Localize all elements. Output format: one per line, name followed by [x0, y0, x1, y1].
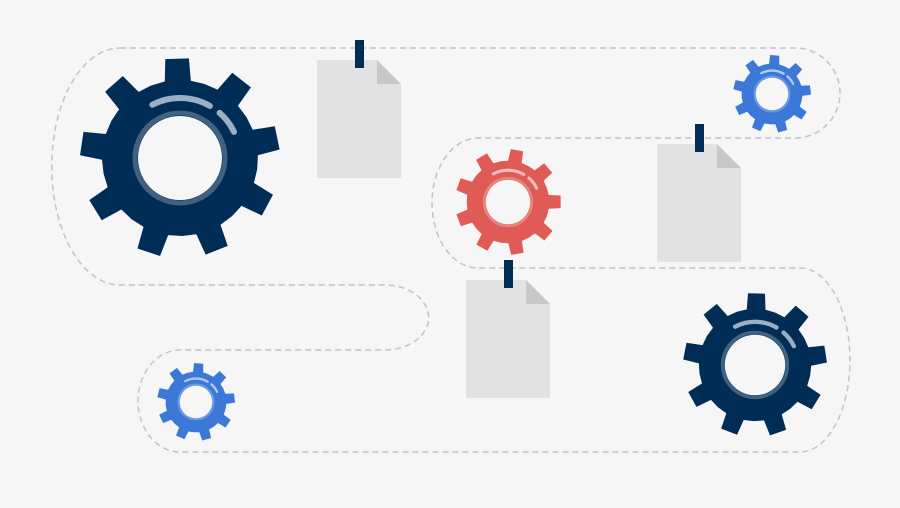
dashed-route — [50, 47, 851, 453]
pin-icon — [695, 124, 704, 152]
gear-icon — [80, 58, 280, 257]
document-icon — [657, 124, 741, 262]
gear-icon — [456, 149, 561, 255]
document-icon — [317, 40, 401, 178]
gear-icon — [733, 55, 811, 133]
gear-icon — [157, 363, 235, 441]
document-icon — [466, 260, 550, 398]
gear-icon — [683, 293, 827, 436]
pin-icon — [504, 260, 513, 288]
pin-icon — [355, 40, 364, 68]
